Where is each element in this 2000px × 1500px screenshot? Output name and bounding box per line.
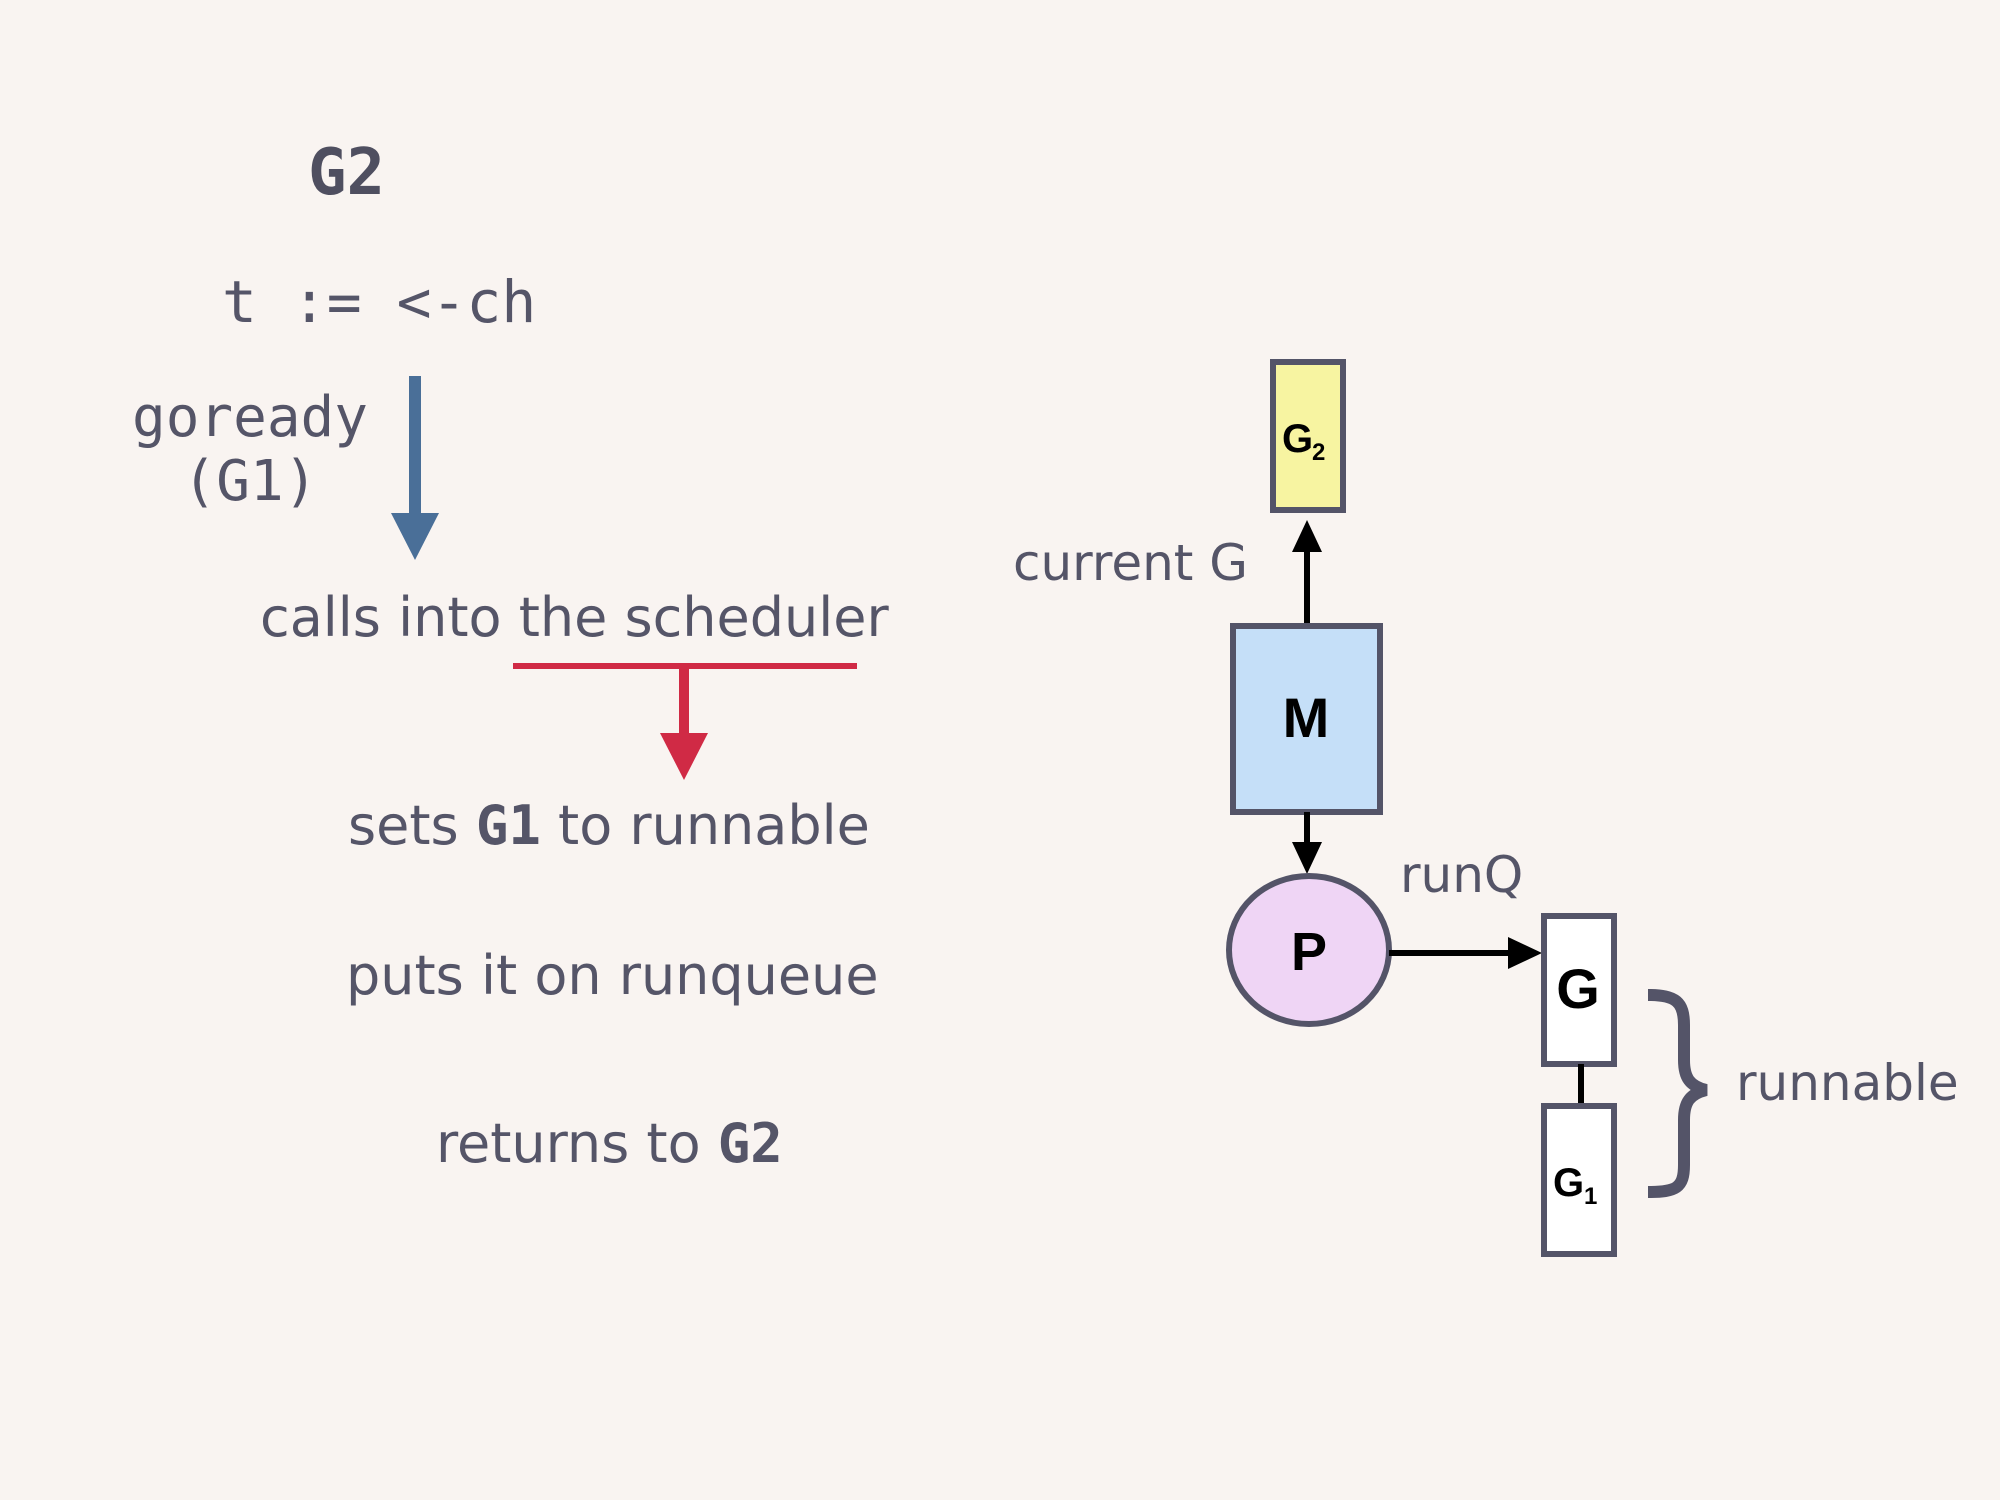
current-g2-subscript: 2 xyxy=(1312,439,1325,466)
m-label: M xyxy=(1283,686,1330,749)
runq-label: runQ xyxy=(1400,846,1524,904)
goready-argument: (G1) xyxy=(182,449,318,514)
runnable-label: runnable xyxy=(1736,1054,1959,1112)
p-label: P xyxy=(1291,922,1327,982)
step-sets-suffix: to runnable xyxy=(540,794,870,857)
goready-arrow xyxy=(391,376,439,560)
p-node: P xyxy=(1226,873,1392,1027)
goroutine-heading: G2 xyxy=(308,136,386,210)
goready-function-name: goready xyxy=(131,385,368,450)
runq-link xyxy=(1578,1064,1584,1106)
step-returns-prefix: returns to xyxy=(436,1112,718,1175)
runq-head-node: G xyxy=(1541,913,1617,1067)
p-to-runq-arrow xyxy=(1389,937,1542,969)
step-sets-goroutine: G1 xyxy=(475,794,541,857)
step-returns-goroutine: G2 xyxy=(717,1112,783,1175)
step-puts-runqueue: puts it on runqueue xyxy=(346,944,879,1007)
step-sets-prefix: sets xyxy=(348,794,476,857)
m-to-p-arrow xyxy=(1292,812,1322,874)
step-returns: returns to G2 xyxy=(436,1112,783,1175)
runnable-brace xyxy=(1647,989,1708,1198)
step-sets-runnable: sets G1 to runnable xyxy=(348,794,870,857)
current-g2-node: G 2 xyxy=(1270,359,1346,513)
m-to-current-arrow xyxy=(1292,520,1322,627)
m-node: M xyxy=(1230,623,1383,815)
channel-receive-code: t := <-ch xyxy=(222,268,537,336)
current-g2-letter: G xyxy=(1282,417,1313,461)
step-calls-scheduler: calls into the scheduler xyxy=(260,586,889,649)
runq-g1-letter: G xyxy=(1553,1161,1584,1205)
runq-head-label: G xyxy=(1556,957,1600,1020)
runq-g1-node: G 1 xyxy=(1541,1103,1617,1257)
scheduler-arrow xyxy=(513,663,857,780)
goready-call: goready (G1) xyxy=(122,386,378,514)
runq-g1-subscript: 1 xyxy=(1584,1183,1597,1210)
current-g-label: current G xyxy=(1013,534,1249,592)
